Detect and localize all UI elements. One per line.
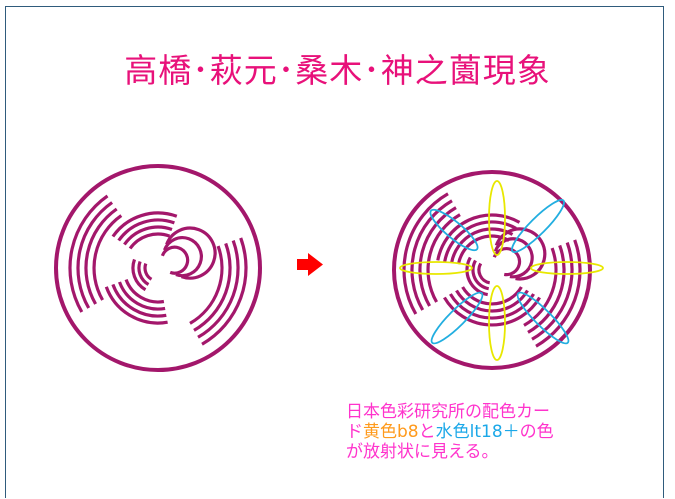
- left-outer-circle: [54, 164, 262, 372]
- left-disc: [54, 164, 262, 372]
- arc-line: [436, 213, 521, 261]
- arc-line: [449, 293, 535, 320]
- arc-line: [117, 218, 175, 242]
- caption-text-to: と: [418, 422, 436, 442]
- arc-line: [123, 225, 173, 246]
- right-arc-segments: [402, 192, 582, 348]
- right-disc: [392, 170, 604, 370]
- arc-line: [92, 214, 123, 301]
- caption-yellow-label: 黄色b8: [363, 422, 419, 442]
- caption-cyan-label: 水色lt18＋: [435, 422, 520, 442]
- arc-line: [124, 278, 165, 304]
- arc-line: [461, 286, 523, 306]
- arc-line: [418, 206, 457, 307]
- color-spread-ellipses: [399, 180, 604, 361]
- arc-line: [128, 232, 171, 250]
- arc-line: [76, 201, 114, 309]
- caption-text-do: ド: [346, 422, 363, 442]
- right-outer-circle: [392, 170, 592, 370]
- arc-line: [455, 289, 529, 313]
- caption: 日本色彩研究所の配色カー ド黄色b8と水色lt18＋の色 が放射状に見える。: [346, 402, 646, 462]
- arc-line: [193, 242, 232, 332]
- arc-line: [160, 245, 190, 275]
- arc-line: [477, 262, 491, 285]
- arc-line: [68, 194, 109, 313]
- cyan-ellipse: [430, 291, 484, 345]
- arc-line: [117, 281, 166, 311]
- caption-line-2: ド黄色b8と水色lt18＋の色: [346, 422, 646, 442]
- arc-line: [197, 240, 240, 339]
- arc-line: [165, 226, 217, 280]
- caption-line-3: が放射状に見える。: [346, 442, 499, 462]
- right-arrow-icon: [297, 253, 323, 276]
- cyan-ellipse: [516, 291, 570, 345]
- arc-line: [111, 211, 178, 238]
- yellow-ellipse: [530, 261, 604, 275]
- arc-line: [131, 258, 147, 292]
- arc-line: [189, 245, 224, 325]
- arc-line: [531, 242, 574, 341]
- arc-line: [426, 213, 461, 303]
- arc-line: [143, 263, 153, 281]
- arc-line: [137, 260, 150, 286]
- yellow-ellipse: [488, 180, 506, 256]
- page-title: 高橋･萩元･桑木･神之薗現象: [124, 51, 551, 90]
- yellow-ellipse: [399, 261, 473, 275]
- cyan-ellipse: [511, 199, 565, 253]
- caption-text-color: の色: [519, 422, 554, 442]
- arc-line: [471, 259, 490, 291]
- yellow-ellipse: [488, 285, 506, 361]
- arc-line: [494, 227, 547, 281]
- arc-line: [104, 286, 168, 325]
- arc-line: [402, 192, 449, 315]
- arc-line: [162, 236, 203, 278]
- cyan-ellipse: [429, 208, 479, 252]
- arc-line: [492, 247, 522, 277]
- left-arc-segments: [68, 194, 248, 346]
- arc-line: [535, 239, 582, 348]
- arc-line: [201, 237, 248, 346]
- arc-line: [111, 283, 167, 318]
- caption-line-1: 日本色彩研究所の配色カー: [346, 402, 550, 422]
- arc-line: [84, 207, 118, 305]
